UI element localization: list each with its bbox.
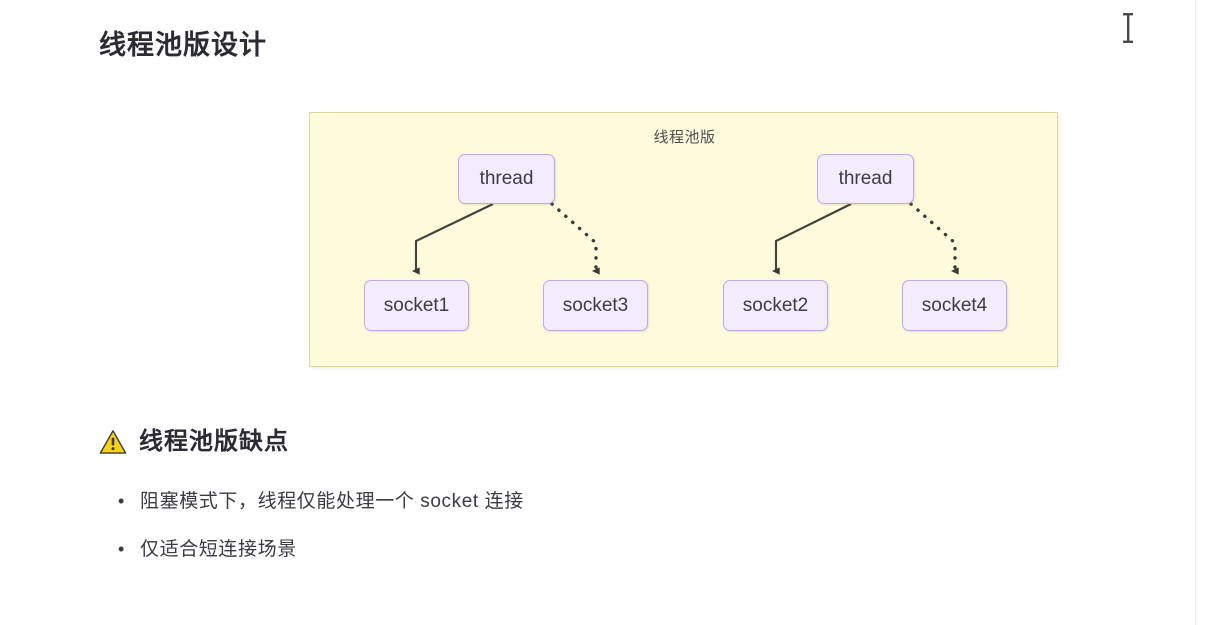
node-thread-right[interactable]: thread [817,154,914,204]
edge-thread-right-to-socket4 [909,202,959,275]
watermark-logo [1060,596,1190,620]
drawbacks-heading: 线程池版缺点 [99,427,289,457]
drawbacks-list: 阻塞模式下，线程仅能处理一个 socket 连接 仅适合短连接场景 [104,488,524,585]
drawbacks-heading-label: 线程池版缺点 [139,428,289,455]
thread-pool-diagram: 线程池版 thread thread socket1 socket3 socke… [309,112,1058,367]
edge-thread-left-to-socket1 [411,203,494,275]
node-socket4[interactable]: socket4 [902,280,1007,331]
watermark-glyph-right [1103,600,1161,617]
i-beam-text-cursor [1123,13,1133,43]
node-thread-left[interactable]: thread [458,154,555,204]
diagram-caption: 线程池版 [653,129,716,146]
list-item: 阻塞模式下，线程仅能处理一个 socket 连接 [118,488,524,515]
node-socket3[interactable]: socket3 [543,280,648,331]
edge-thread-right-to-socket2 [771,203,852,275]
watermark-glyph-left [1060,600,1093,617]
node-socket1[interactable]: socket1 [364,280,469,331]
page-title: 线程池版设计 [99,30,267,60]
warning-triangle-icon [99,430,127,454]
list-item: 仅适合短连接场景 [118,536,524,563]
diagram-edges [411,202,959,275]
edge-thread-left-to-socket3 [550,202,600,275]
node-socket2[interactable]: socket2 [723,280,828,331]
